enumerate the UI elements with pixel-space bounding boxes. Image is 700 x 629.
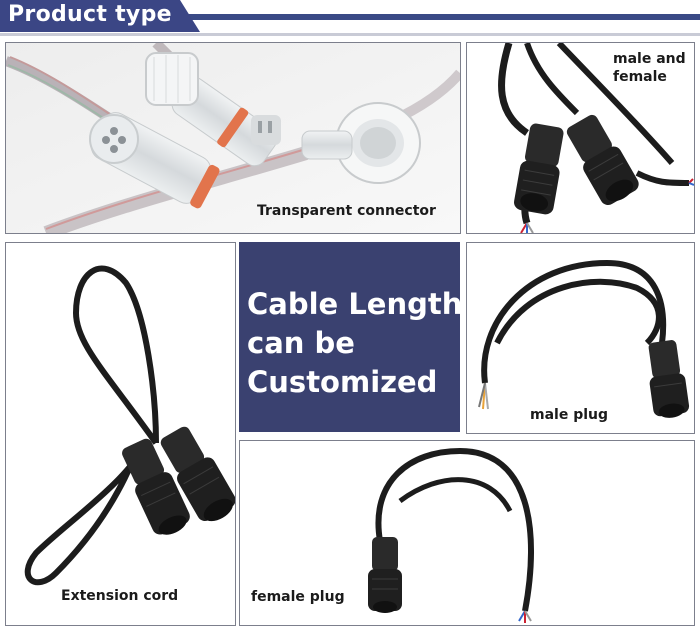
male-plug-caption: male plug [530, 407, 609, 423]
section-title: Product type [8, 2, 172, 27]
female-plug-image [240, 441, 694, 625]
banner-line-1: Cable Length [247, 287, 463, 321]
product-card-male-and-female: male and female [466, 42, 695, 234]
section-header: Product type [0, 0, 700, 36]
header-stripe [150, 14, 700, 20]
banner-line-3: Customized [247, 365, 438, 399]
header-divider [0, 33, 700, 36]
female-plug-caption: female plug [251, 589, 345, 605]
transparent-connector-caption: Transparent connector [257, 203, 436, 219]
male-plug-image [467, 243, 694, 433]
product-card-extension-cord: Extension cord [5, 242, 236, 626]
product-card-male-plug: male plug [466, 242, 695, 434]
extension-cord-caption: Extension cord [61, 588, 179, 604]
male-female-caption-line2: female [613, 69, 667, 85]
male-female-connector-image [467, 43, 694, 233]
extension-cord-image [6, 243, 235, 625]
customization-banner: Cable Length can be Customized [239, 242, 463, 432]
product-card-female-plug: female plug [239, 440, 695, 626]
banner-line-2: can be [247, 326, 355, 360]
transparent-connector-image [6, 43, 460, 233]
product-card-transparent-connector: Transparent connector [5, 42, 461, 234]
male-female-caption-line1: male and [613, 51, 686, 67]
header-tab [0, 0, 200, 32]
